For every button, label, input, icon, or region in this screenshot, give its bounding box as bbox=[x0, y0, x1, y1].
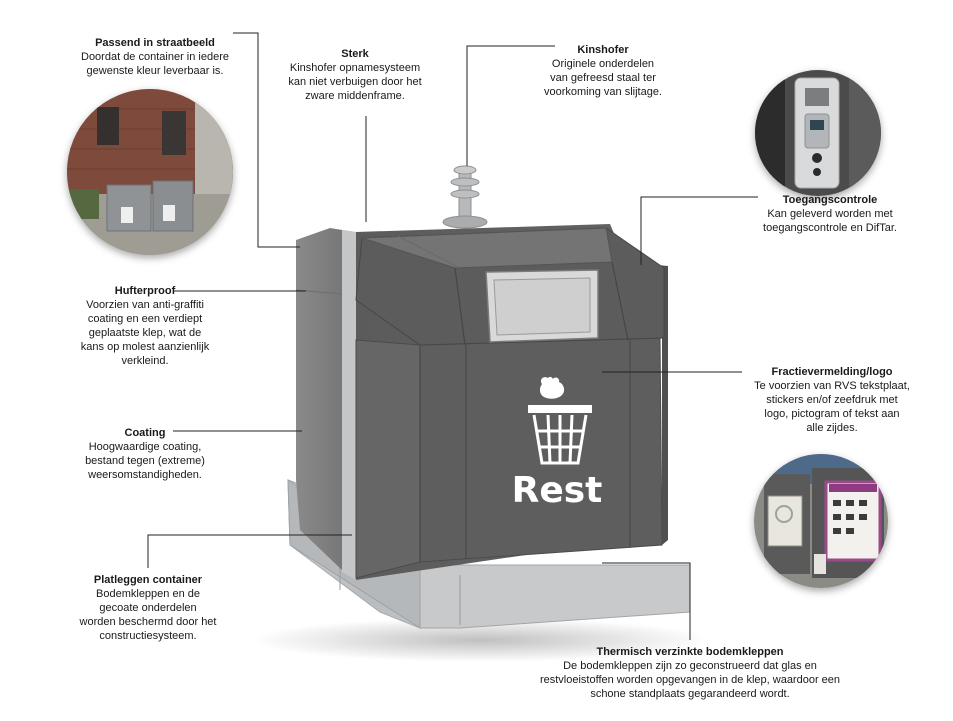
annotation-title: Platleggen container bbox=[93, 574, 203, 586]
annotation-title: Toegangscontrole bbox=[782, 194, 878, 206]
annotation-thermisch: Thermisch verzinkte bodemkleppen De bode… bbox=[520, 645, 860, 701]
annotation-kinshofer: Kinshofer Originele onderdelen van gefre… bbox=[508, 43, 698, 99]
waste-basket-icon bbox=[528, 405, 592, 465]
inset-streetview-photo bbox=[67, 89, 233, 255]
annotation-title: Coating bbox=[124, 427, 166, 439]
annotation-fractie: Fractievermelding/logo Te voorzien van R… bbox=[732, 365, 932, 435]
inset-fraction-label-photo bbox=[754, 454, 888, 588]
leader-kinshofer bbox=[466, 45, 555, 166]
annotation-title: Fractievermelding/logo bbox=[771, 366, 893, 378]
annotation-platleggen: Platleggen container Bodemkleppen en de … bbox=[53, 573, 243, 643]
leader-platleggen bbox=[147, 534, 352, 568]
annotation-title: Kinshofer bbox=[577, 44, 629, 56]
leader-passend bbox=[233, 32, 300, 248]
annotation-title: Sterk bbox=[341, 48, 369, 60]
annotation-passend: Passend in straatbeeld Doordat de contai… bbox=[60, 36, 250, 78]
annotation-sterk: Sterk Kinshofer opnamesysteem kan niet v… bbox=[272, 47, 438, 103]
annotation-title: Thermisch verzinkte bodemkleppen bbox=[596, 646, 784, 658]
leader-toegang bbox=[640, 196, 758, 265]
annotation-title: Hufterproof bbox=[114, 285, 176, 297]
container-side bbox=[295, 228, 356, 580]
kinshofer-lifting-pin bbox=[442, 165, 488, 229]
leader-thermisch bbox=[602, 562, 691, 640]
annotation-toegang: Toegangscontrole Kan geleverd worden met… bbox=[735, 193, 925, 235]
trash-bag-icon bbox=[539, 376, 565, 399]
container-front bbox=[355, 224, 668, 580]
inset-access-control-photo bbox=[755, 70, 881, 196]
annotation-title: Passend in straatbeeld bbox=[95, 37, 215, 49]
annotation-coating: Coating Hoogwaardige coating, bestand te… bbox=[50, 426, 240, 482]
container-label: Rest bbox=[512, 470, 603, 511]
leader-lines bbox=[147, 32, 758, 640]
annotation-hufterproof: Hufterproof Voorzien van anti-graffiti c… bbox=[50, 284, 240, 368]
ground-shadow bbox=[250, 618, 710, 662]
